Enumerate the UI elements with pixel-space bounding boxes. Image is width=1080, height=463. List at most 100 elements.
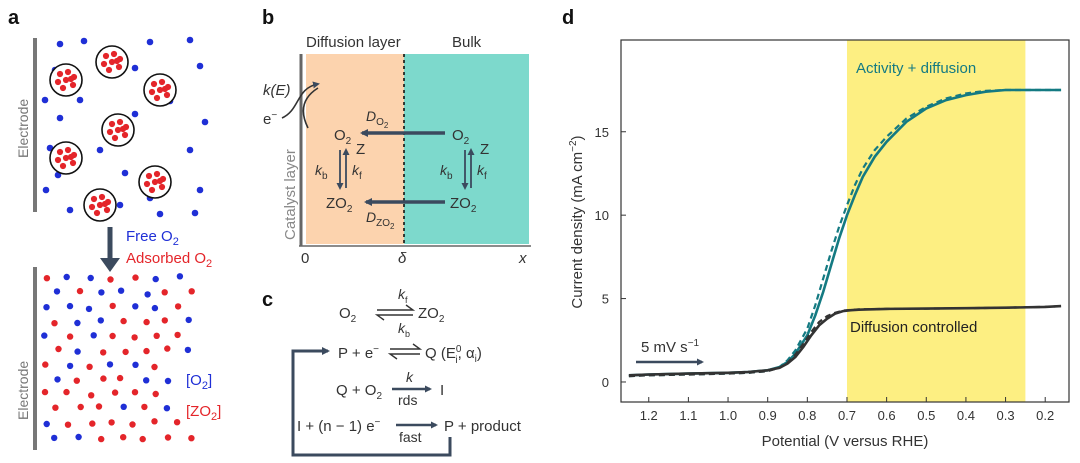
y-axis-label: Current density (mA cm−2) <box>568 135 586 308</box>
surface-dot <box>98 289 105 296</box>
surface-dot <box>131 334 138 341</box>
free-o2-dot <box>56 114 64 122</box>
adsorbed-o2-dot <box>100 60 108 68</box>
adsorbed-o2-dot <box>110 50 118 58</box>
r3-right: I <box>440 382 444 399</box>
x-tick-label: 0.6 <box>878 408 896 423</box>
surface-dot <box>109 302 116 310</box>
electrode-label-bottom: Electrode <box>15 361 31 420</box>
rate-kE-label: k(E) <box>263 82 291 99</box>
adsorbed-o2-dot <box>96 201 104 209</box>
surface-dot <box>106 361 114 368</box>
surface-dot <box>152 390 159 398</box>
surface-dot <box>184 346 192 354</box>
r3-top: k <box>406 369 414 385</box>
diffusion-region <box>306 54 404 244</box>
left-o2: O2 <box>334 127 352 147</box>
adsorbed-o2-dot <box>88 203 96 211</box>
adsorbed-o2-dot <box>69 81 77 89</box>
adsorbed-o2-dot <box>145 172 153 180</box>
adsorbed-o2-dot <box>161 85 169 93</box>
surface-dot <box>174 303 182 310</box>
right-zo2: ZO2 <box>450 195 477 215</box>
surface-dot <box>107 276 114 283</box>
r4-right: P + product <box>444 418 522 435</box>
adsorbed-o2-dot <box>105 66 113 74</box>
surface-dot <box>164 434 172 441</box>
panel-c-label: c <box>262 289 273 311</box>
surface-dot <box>144 291 151 298</box>
adsorbed-o2-dot <box>54 78 62 86</box>
free-o2-label: Free O2 <box>126 228 179 248</box>
left-kf: kf <box>352 162 362 182</box>
r1-forward-arrow <box>377 304 416 311</box>
r1-right: ZO2 <box>418 305 445 325</box>
x-tick-label: 0.3 <box>997 408 1015 423</box>
adsorbed-o2-dot <box>150 80 158 88</box>
free-o2-dot <box>196 186 204 194</box>
catalyst-layer-label: Catalyst layer <box>282 149 299 240</box>
free-o2-dot <box>156 210 164 218</box>
x-axis-label: Potential (V versus RHE) <box>762 433 929 450</box>
free-o2-dots <box>41 36 209 218</box>
x-tick-label: 1.1 <box>679 408 697 423</box>
free-o2-dot <box>42 186 50 194</box>
surface-dot <box>75 433 82 441</box>
surface-dot <box>143 318 150 326</box>
x-origin-label: 0 <box>301 250 309 267</box>
surface-dot <box>109 332 116 340</box>
free-o2-dot <box>191 209 199 217</box>
diffusion-layer-label: Diffusion layer <box>306 34 401 51</box>
free-o2-dot <box>201 118 209 126</box>
free-o2-dot <box>56 40 64 48</box>
surface-dot <box>120 317 127 325</box>
series-lines <box>628 88 1062 378</box>
surface-dot <box>43 420 50 428</box>
surface-dot <box>54 376 61 383</box>
adsorbed-o2-dot <box>114 126 122 134</box>
r1-left: O2 <box>339 305 357 325</box>
series-line <box>628 305 1062 378</box>
adsorbed-o2-dot <box>98 193 106 201</box>
surface-dot <box>85 305 93 313</box>
y-tick-label: 5 <box>602 292 609 307</box>
free-o2-dot <box>41 96 49 104</box>
adsorbed-o2-dot <box>153 94 161 102</box>
adsorbed-o2-dot <box>121 131 129 139</box>
surface-dot <box>153 332 160 339</box>
surface-dot <box>53 288 61 295</box>
x-tick-label: 0.4 <box>957 408 975 423</box>
free-o2-dot <box>186 36 194 44</box>
panel-b-label: b <box>262 7 274 29</box>
electron-transfer-arrow <box>281 81 320 119</box>
surface-dot <box>161 317 168 324</box>
free-o2-dot <box>186 146 194 154</box>
adsorbed-o2-dot <box>119 125 127 133</box>
highlight-region <box>846 40 1026 402</box>
surface-dot <box>64 421 72 428</box>
surface-dot <box>43 275 51 282</box>
surface-dot <box>89 420 96 427</box>
r3-left: Q + O2 <box>336 382 382 402</box>
surface-dot <box>143 347 150 355</box>
x-tick-label: 0.9 <box>759 408 777 423</box>
y-tick-label: 0 <box>602 375 609 390</box>
surface-dot <box>42 361 49 368</box>
adsorbed-o2-dot <box>113 57 121 65</box>
adsorbed-o2-dot <box>102 52 110 60</box>
r2-left: P + e− <box>338 344 379 362</box>
adsorbed-o2-dot <box>115 63 123 71</box>
surface-dot <box>141 403 148 411</box>
free-o2-dot <box>146 38 154 46</box>
x-tick-label: 0.7 <box>838 408 856 423</box>
surface-dot <box>52 404 59 411</box>
adsorbed-o2-dot <box>101 200 109 208</box>
adsorbed-o2-dot <box>111 134 119 142</box>
adsorbed-o2-dot <box>62 76 70 84</box>
surface-dot <box>132 274 139 281</box>
surface-dot <box>188 288 195 295</box>
cycle-loop-arrow <box>291 347 452 457</box>
left-z: Z <box>356 141 365 158</box>
surface-dot <box>129 421 136 428</box>
